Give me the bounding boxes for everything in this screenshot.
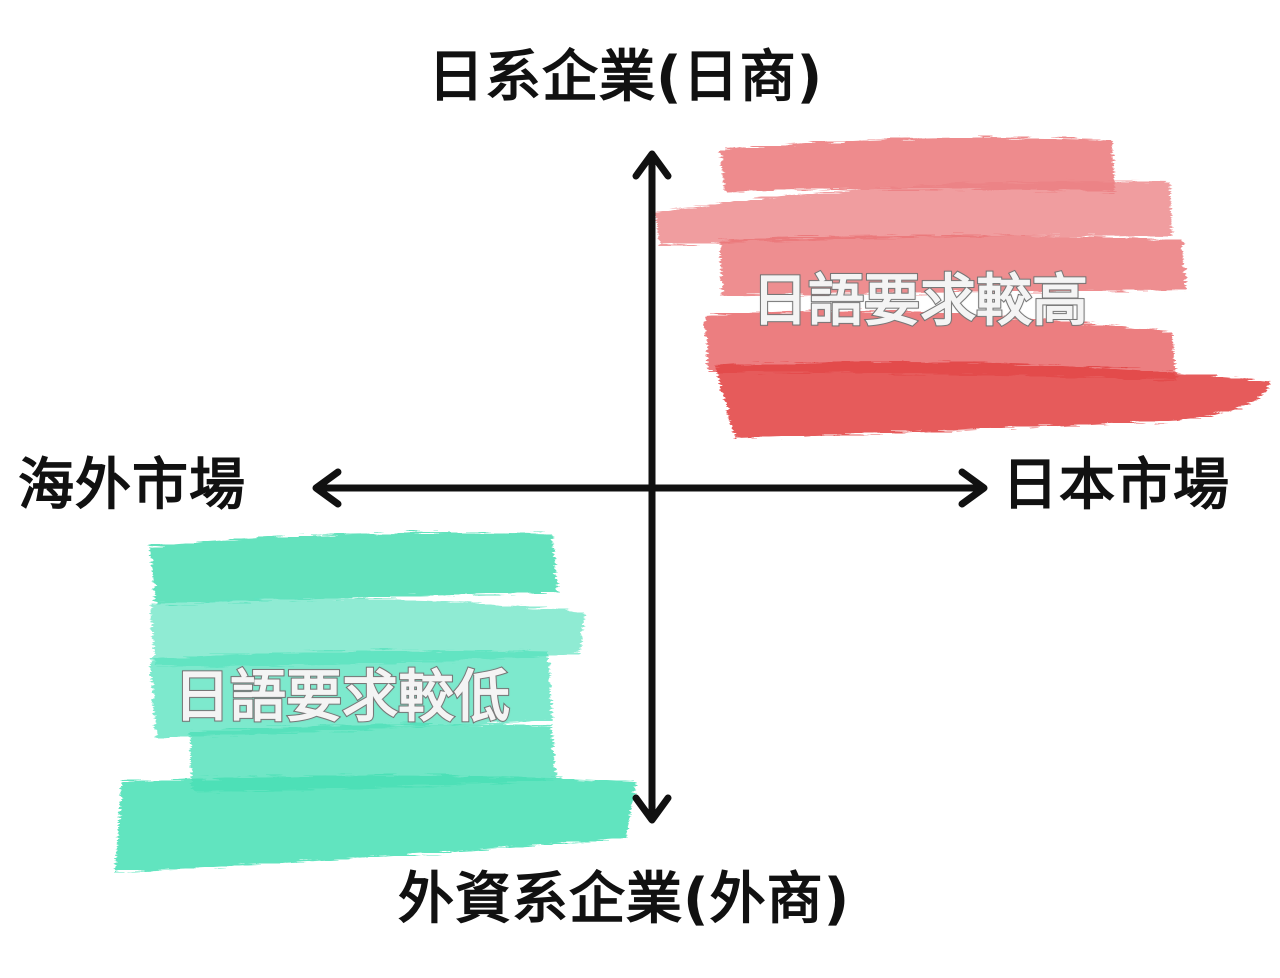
brush-stroke: [150, 650, 552, 738]
brush-stroke: [190, 724, 556, 792]
horizontal-axis: [312, 468, 988, 508]
region-label-high: 日語要求較高: [751, 269, 1089, 334]
arrowhead-left-icon: [312, 468, 342, 508]
brush-stroke: [115, 775, 636, 872]
arrowhead-down-icon: [632, 794, 672, 824]
axis-label-left: 海外市場: [18, 453, 246, 518]
axis-label-top: 日系企業(日商): [428, 45, 824, 110]
arrowhead-up-icon: [632, 150, 672, 180]
axis-label-right: 日本市場: [1002, 453, 1230, 518]
brush-stroke: [655, 181, 1172, 246]
brush-region-high: [655, 137, 1270, 438]
brush-stroke: [720, 235, 1186, 296]
brush-region-low: [115, 532, 636, 872]
brush-stroke: [715, 361, 1270, 438]
axis-label-bottom: 外資系企業(外商): [398, 867, 851, 932]
region-label-low: 日語要求較低: [173, 665, 511, 730]
brush-stroke: [720, 137, 1115, 192]
brush-stroke: [150, 598, 585, 667]
brush-stroke: [150, 532, 558, 604]
arrowhead-right-icon: [958, 468, 988, 508]
